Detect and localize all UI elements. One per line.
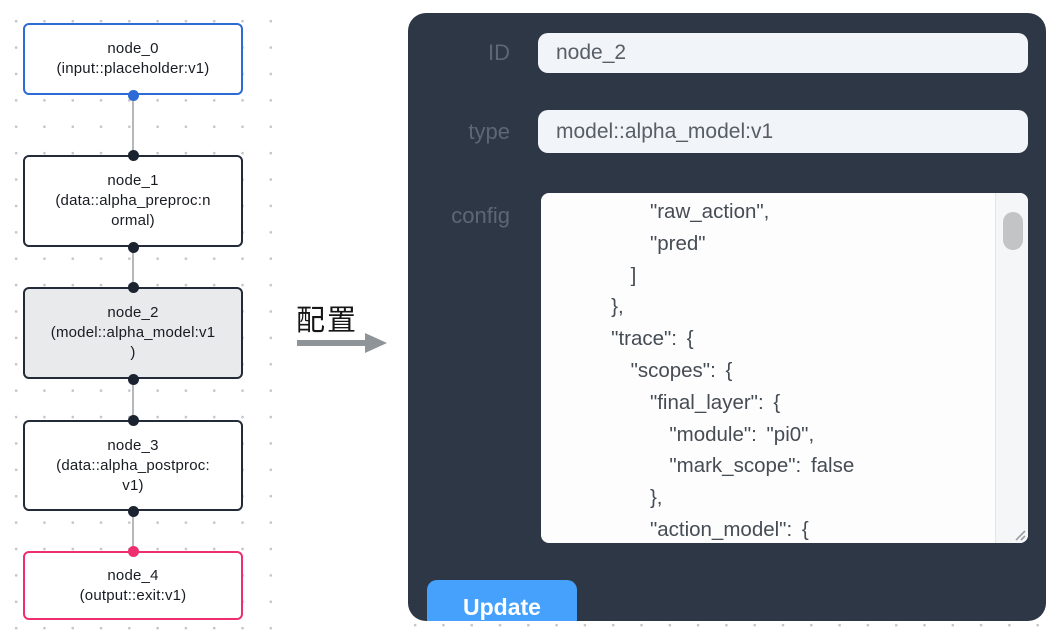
node-handle-source-node_2[interactable] xyxy=(128,374,139,385)
node-title: node_1 xyxy=(107,172,159,189)
node-handle-target-node_1[interactable] xyxy=(128,150,139,161)
node-type-label: (input::placeholder:v1) xyxy=(56,60,210,77)
node-type-label: (data::alpha_preproc:n xyxy=(55,192,211,209)
config-json-editor[interactable]: "raw_action", "pred" ] }, "trace": { "sc… xyxy=(541,193,1028,543)
node-type-label: (model::alpha_model:v1 xyxy=(50,324,216,341)
type-field-label: type xyxy=(468,119,510,144)
id-field-label: ID xyxy=(488,40,510,65)
node-type-label: ormal) xyxy=(111,212,155,229)
node-handle-target-node_2[interactable] xyxy=(128,282,139,293)
node-handle-target-node_4[interactable] xyxy=(128,546,139,557)
node-title: node_3 xyxy=(107,436,159,454)
config-scrollbar-thumb[interactable] xyxy=(1003,212,1023,250)
config-scrollbar-track[interactable] xyxy=(995,193,1028,543)
node-handle-source-node_0[interactable] xyxy=(128,90,139,101)
right-arrow-icon xyxy=(297,333,387,353)
configure-annotation-label: 配置 xyxy=(296,305,359,337)
node-title: node_4 xyxy=(107,566,159,584)
node-type-label: ) xyxy=(130,344,136,361)
graph-node-node_2-selected[interactable]: node_2 (model::alpha_model:v1 ) xyxy=(23,287,243,379)
edge-node3-node4[interactable] xyxy=(132,511,134,551)
node-handle-source-node_3[interactable] xyxy=(128,506,139,517)
edge-node2-node3[interactable] xyxy=(132,379,134,420)
node-handle-source-node_1[interactable] xyxy=(128,242,139,253)
config-field-label: config xyxy=(451,203,510,228)
edge-node0-node1[interactable] xyxy=(132,95,134,152)
node-type-label: v1) xyxy=(122,476,144,494)
textarea-resize-grip-icon[interactable] xyxy=(1010,525,1027,542)
type-input[interactable] xyxy=(538,110,1028,153)
edge-node1-node2[interactable] xyxy=(132,247,134,287)
node-type-label: (output::exit:v1) xyxy=(79,586,187,604)
node-title: node_0 xyxy=(107,40,159,57)
node-type-label: (data::alpha_postproc: xyxy=(56,456,210,474)
id-input[interactable] xyxy=(538,33,1028,73)
graph-node-node_1[interactable]: node_1 (data::alpha_preproc:n ormal) xyxy=(23,155,243,247)
update-button[interactable]: Update xyxy=(427,580,577,621)
graph-node-node_0[interactable]: node_0 (input::placeholder:v1) xyxy=(23,23,243,95)
node-config-panel: ID type config "raw_action", "pred" ] },… xyxy=(408,13,1046,621)
node-title: node_2 xyxy=(107,304,159,321)
node-handle-target-node_3[interactable] xyxy=(128,415,139,426)
graph-node-node_4[interactable]: node_4 (output::exit:v1) xyxy=(23,551,243,620)
graph-node-node_3[interactable]: node_3 (data::alpha_postproc: v1) xyxy=(23,420,243,511)
